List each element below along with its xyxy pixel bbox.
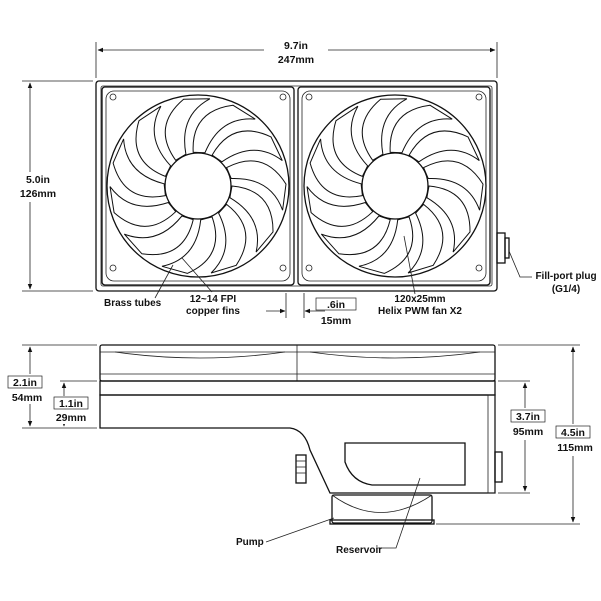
depth-c-in-label: 3.7in xyxy=(516,411,540,423)
depth-c-mm-label: 95mm xyxy=(513,426,543,438)
top-view: 9.7in 247mm 5.0in 126mm .6in 15mm Brass … xyxy=(4,38,597,327)
fill-port-plug xyxy=(496,232,506,264)
fan-right-blade xyxy=(358,216,414,274)
radiator-frame-outline xyxy=(95,80,498,292)
fan-right-blade xyxy=(426,185,471,253)
fan-hub-right xyxy=(361,152,429,220)
fan-left-blade xyxy=(210,203,247,274)
depth-a-in-label: 2.1in xyxy=(13,377,37,389)
fan-right-blade xyxy=(361,98,408,161)
fan-right-blade xyxy=(407,203,444,274)
width-mm-label: 247mm xyxy=(278,54,314,66)
fan-right xyxy=(297,86,491,286)
gap-mm-label: 15mm xyxy=(321,315,351,327)
fan-left-blade xyxy=(225,160,287,211)
fan-left xyxy=(101,86,295,286)
fan-left-blade xyxy=(109,186,177,227)
fan-hub-left xyxy=(164,152,232,220)
side-fan-layer xyxy=(99,344,496,382)
fan-right-blade xyxy=(309,138,363,198)
fan-left-blade xyxy=(164,98,211,161)
fins-label-line2: copper fins xyxy=(186,306,240,317)
fan-left-blade xyxy=(123,215,194,256)
fan-right-blade xyxy=(422,160,484,211)
fan-right-blade xyxy=(306,186,374,227)
fill-port-label-line1: Fill-port plug xyxy=(535,271,596,282)
pump-label: Pump xyxy=(236,537,264,548)
fan-left-blade xyxy=(112,138,166,198)
brass-tubes-label: Brass tubes xyxy=(104,298,162,309)
reservoir-body xyxy=(99,394,496,494)
fan-left-blade xyxy=(161,216,217,274)
fill-port-label-line2: (G1/4) xyxy=(552,284,580,295)
gap-in-label: .6in xyxy=(327,299,345,311)
reservoir-label: Reservoir xyxy=(336,545,382,556)
fan-right-blade xyxy=(408,130,480,163)
fan-right-blade xyxy=(332,105,369,178)
fins-label-line1: 12~14 FPI xyxy=(190,294,237,305)
depth-b-mm-label: 29mm xyxy=(56,412,86,424)
height-in-label: 5.0in xyxy=(26,174,50,186)
depth-b-in-label: 1.1in xyxy=(59,398,83,410)
depth-a-mm-label: 54mm xyxy=(12,392,42,404)
depth-d-in-label: 4.5in xyxy=(561,427,585,439)
fan-right-blade xyxy=(389,104,453,154)
fan-left-blade xyxy=(135,105,172,178)
fan-label-line1: 120x25mm xyxy=(394,294,445,305)
pump-base xyxy=(331,494,433,524)
fan-left-blade xyxy=(211,130,283,163)
depth-d-mm-label: 115mm xyxy=(557,442,593,454)
width-in-label: 9.7in xyxy=(284,40,308,52)
side-view: 2.1in 54mm 1.1in 29mm 3.7in 95mm 4.5in 1… xyxy=(4,344,598,556)
fan-left-blade xyxy=(229,185,274,253)
fan-label-line2: Helix PWM fan X2 xyxy=(378,306,462,317)
reservoir-window xyxy=(344,442,466,486)
height-mm-label: 126mm xyxy=(20,188,56,200)
fan-right-blade xyxy=(320,215,391,256)
fan-left-blade xyxy=(192,104,256,154)
